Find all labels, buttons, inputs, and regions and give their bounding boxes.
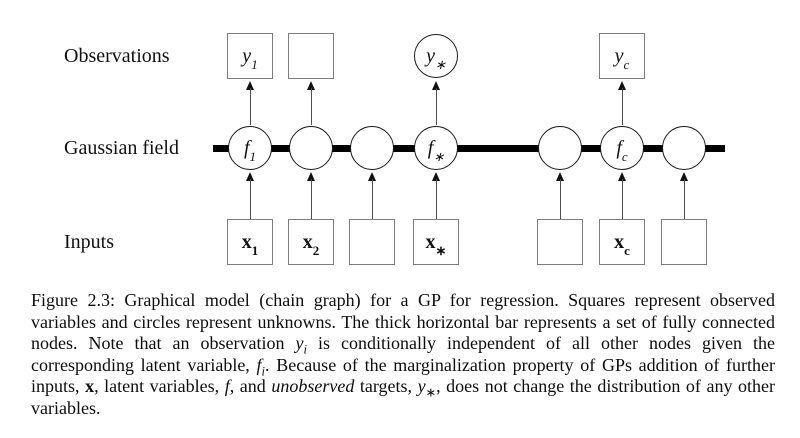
- gp-chain-graph-diagram: Observations Gaussian field Inputs y1 y∗…: [64, 33, 725, 265]
- arrow-shaft: [560, 179, 561, 219]
- node-label-fc: fc: [616, 137, 628, 164]
- arrowhead-icon: [246, 81, 254, 90]
- arrow-x-star-to-f-star: [430, 172, 443, 219]
- arrowhead-icon: [307, 81, 315, 90]
- figure-caption: Figure 2.3: Graphical model (chain graph…: [31, 290, 776, 418]
- arrowhead-icon: [680, 172, 688, 181]
- input-node-x2: x2: [288, 219, 334, 265]
- field-node-f1: f1: [228, 126, 272, 170]
- arrowhead-icon: [618, 81, 626, 90]
- arrowhead-icon: [556, 172, 564, 181]
- arrow-shaft: [311, 88, 312, 125]
- node-label-yc: yc: [614, 45, 630, 72]
- arrow-x3-to-f3: [366, 172, 379, 219]
- node-label-y1: y1: [242, 45, 258, 72]
- arrow-shaft: [622, 88, 623, 125]
- input-node-xc: xc: [599, 219, 645, 265]
- arrow-x5-to-f5: [554, 172, 567, 219]
- arrowhead-icon: [432, 81, 440, 90]
- input-node-x1: x1: [227, 219, 273, 265]
- input-node-empty-3: [661, 219, 707, 265]
- obs-node-yc: yc: [599, 33, 645, 79]
- arrow-shaft: [436, 179, 437, 219]
- field-node-fc: fc: [600, 126, 644, 170]
- input-node-empty-2: [537, 219, 583, 265]
- row-label-observations: Observations: [64, 45, 170, 67]
- arrow-shaft: [372, 179, 373, 219]
- arrow-x2-to-f2: [305, 172, 318, 219]
- row-label-inputs: Inputs: [64, 231, 114, 253]
- input-node-x-star: x∗: [413, 219, 459, 265]
- field-node-f-star: f∗: [414, 126, 458, 170]
- arrow-f1-to-y1: [244, 81, 257, 125]
- arrow-shaft: [622, 179, 623, 219]
- node-label-y-star: y∗: [426, 45, 446, 72]
- input-node-empty-1: [349, 219, 395, 265]
- field-node-empty-2: [350, 126, 394, 170]
- arrowhead-icon: [432, 172, 440, 181]
- node-label-x1: x1: [241, 231, 259, 258]
- field-node-empty-3: [538, 126, 582, 170]
- arrow-xc-to-fc: [616, 172, 629, 219]
- arrow-f-star-to-y-star: [430, 81, 443, 125]
- arrow-shaft: [684, 179, 685, 219]
- arrow-shaft: [250, 179, 251, 219]
- arrowhead-icon: [246, 172, 254, 181]
- node-label-x2: x2: [302, 231, 320, 258]
- arrow-fc-to-yc: [616, 81, 629, 125]
- arrow-shaft: [311, 179, 312, 219]
- arrow-shaft: [250, 88, 251, 125]
- arrow-shaft: [436, 88, 437, 125]
- field-node-empty-4: [662, 126, 706, 170]
- field-node-empty-1: [289, 126, 333, 170]
- arrowhead-icon: [368, 172, 376, 181]
- obs-node-y-star: y∗: [414, 34, 458, 78]
- node-label-f-star: f∗: [427, 137, 445, 164]
- node-label-x-star: x∗: [425, 231, 447, 258]
- node-label-xc: xc: [614, 231, 630, 258]
- obs-node-empty: [288, 33, 334, 79]
- obs-node-y1: y1: [227, 33, 273, 79]
- arrow-f2-to-obs: [305, 81, 318, 125]
- arrowhead-icon: [618, 172, 626, 181]
- arrowhead-icon: [307, 172, 315, 181]
- arrow-x1-to-f1: [244, 172, 257, 219]
- node-label-f1: f1: [243, 137, 257, 164]
- fully-connected-bar: [213, 145, 725, 152]
- row-label-gaussian-field: Gaussian field: [64, 137, 179, 159]
- arrow-x7-to-f7: [678, 172, 691, 219]
